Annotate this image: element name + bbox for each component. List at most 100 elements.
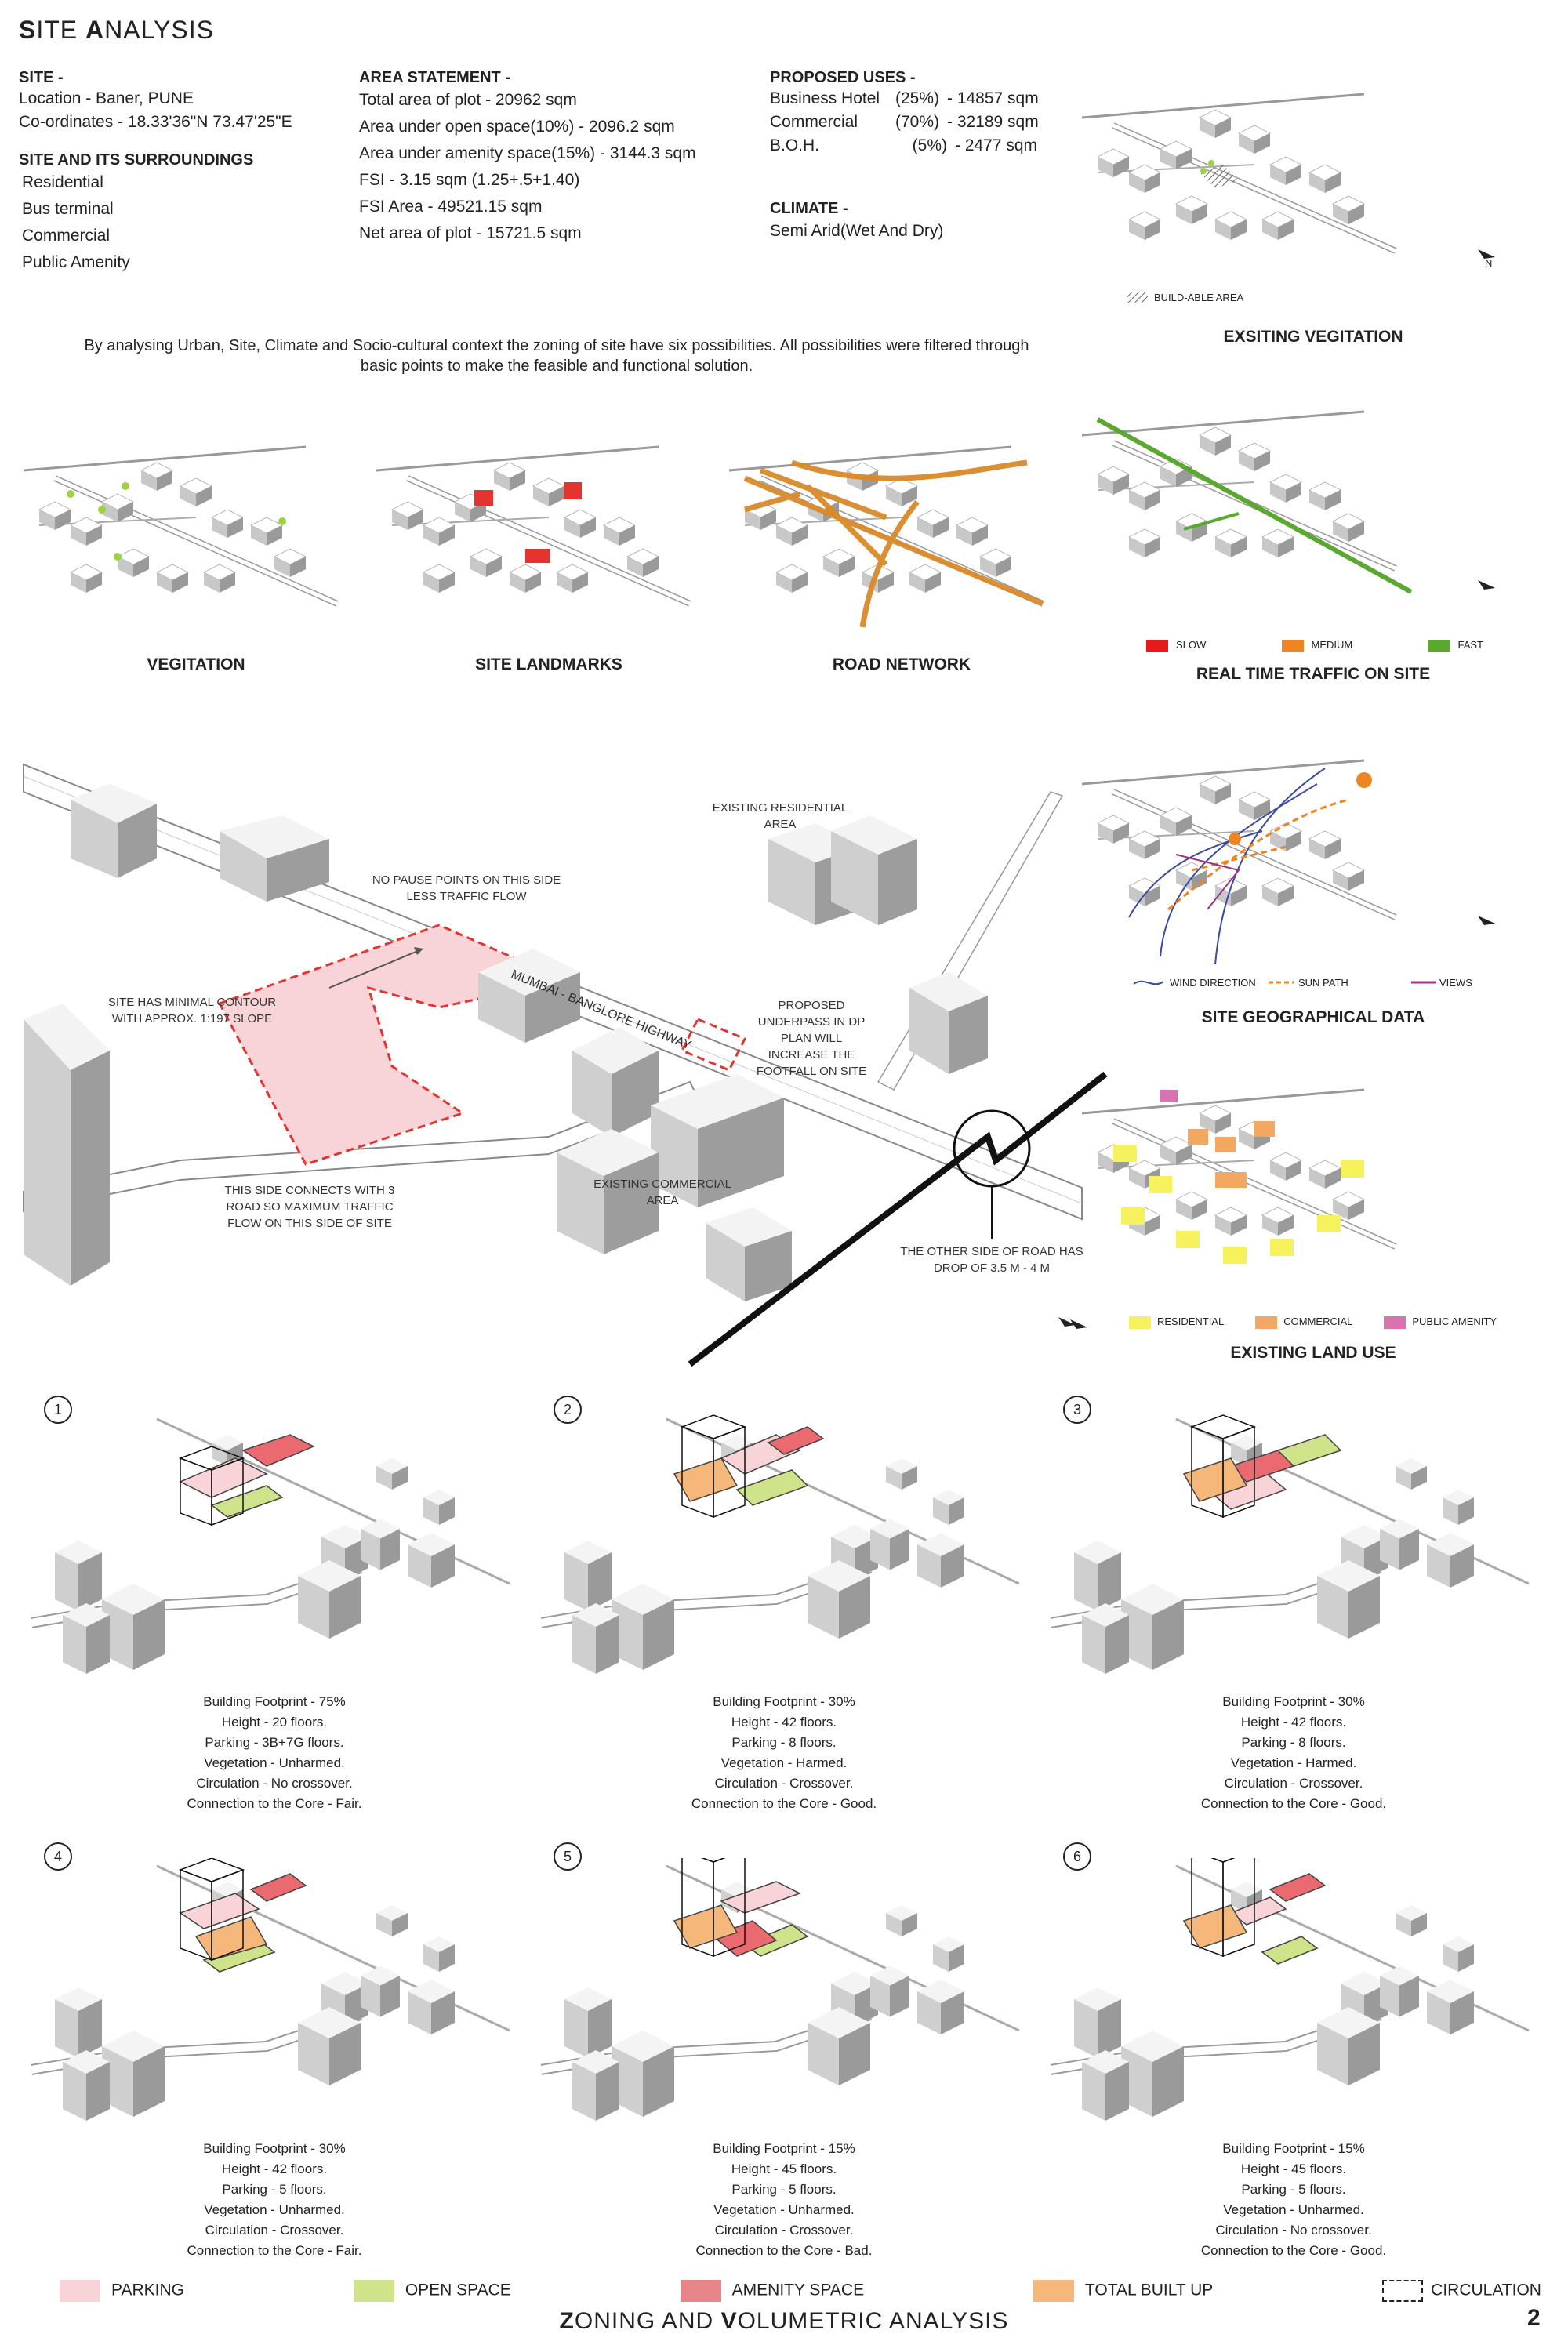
annotation-three-road: THIS SIDE CONNECTS WITH 3 ROAD SO MAXIMU… [224, 1184, 395, 1230]
option-number: 3 [1063, 1396, 1091, 1424]
area-item: FSI Area - 49521.15 sqm [359, 198, 543, 216]
option-metric-line: Circulation - Crossover. [1224, 1776, 1363, 1791]
area-statement: AREA STATEMENT - Total area of plot - 20… [359, 69, 751, 247]
sun-label: SUN PATH [1298, 977, 1348, 989]
north-arrow-icon [1058, 1317, 1076, 1327]
proposed-uses: PROPOSED USES - Business Hotel (25%) - 1… [770, 69, 1068, 245]
option-metric-line: Parking - 8 floors. [731, 1735, 837, 1750]
legend-parking: PARKING [60, 2280, 184, 2302]
existing-vegetation-map [1082, 94, 1396, 251]
surroundings-item: Public Amenity [22, 253, 130, 271]
option-metric-line: Vegetation - Unharmed. [204, 2202, 345, 2217]
option-metric-line: Parking - 8 floors. [1241, 1735, 1346, 1750]
surroundings-heading: SITE AND ITS SURROUNDINGS [19, 151, 254, 169]
landmarks-map [376, 447, 690, 604]
site-coordinates: Co-ordinates - 18.33'36"N 73.47'25"E [19, 113, 292, 131]
page-title: SITE ANALYSIS [19, 16, 214, 44]
option-diagram [1051, 1858, 1530, 2121]
views-label: VIEWS [1439, 977, 1472, 989]
option-metric-line: Vegetation - Unharmed. [1223, 2202, 1364, 2217]
fast-swatch [1428, 639, 1450, 652]
option-metric-line: Building Footprint - 30% [203, 2141, 346, 2156]
option-number: 1 [44, 1396, 72, 1424]
option-metric-line: Connection to the Core - Good. [1200, 2243, 1387, 2258]
option-metric-line: Circulation - Crossover. [714, 1776, 854, 1791]
area-item: Net area of plot - 15721.5 sqm [359, 224, 582, 242]
option-metric-line: Height - 42 floors. [221, 2161, 328, 2176]
option-metric-line: Height - 20 floors. [221, 1715, 328, 1730]
buildable-label: BUILD-ABLE AREA [1154, 292, 1244, 303]
option-metric-line: Vegetation - Harmed. [720, 1755, 848, 1770]
landuse-legend: RESIDENTIAL COMMERCIAL PUBLIC AMENITY [1129, 1316, 1521, 1329]
surroundings-item: Residential [22, 173, 103, 191]
climate-value: Semi Arid(Wet And Dry) [770, 222, 944, 240]
option-metrics: Building Footprint - 30% Height - 42 floo… [1129, 1692, 1458, 1814]
option-metric-line: Vegetation - Harmed. [1230, 1755, 1357, 1770]
option-metric-line: Circulation - No crossover. [1215, 2223, 1372, 2238]
area-item: FSI - 3.15 sqm (1.25+.5+1.40) [359, 171, 580, 189]
option-metrics: Building Footprint - 75%Height - 20 floo… [110, 1692, 439, 1814]
option-metric-line: Parking - 3B+7G floors. [205, 1735, 344, 1750]
traffic-map [1082, 412, 1413, 594]
option-metric-line: Connection to the Core - Bad. [695, 2243, 873, 2258]
legend-amenity: AMENITY SPACE [680, 2280, 864, 2302]
surroundings-item: Commercial [22, 227, 111, 245]
proposed-uses-heading: PROPOSED USES - [770, 69, 916, 86]
page-number: 2 [1527, 2305, 1541, 2331]
option-metric-line: Parking - 5 floors. [731, 2182, 837, 2197]
option-diagram [541, 1414, 1020, 1674]
annotation-contour: SITE HAS MINIMAL CONTOUR WITH APPROX. 1:… [107, 996, 277, 1025]
option-metric-line: Building Footprint - 15% [1222, 2141, 1365, 2156]
option-diagram [1051, 1414, 1530, 1674]
option-metrics: Building Footprint - 30% Height - 42 floo… [110, 2139, 439, 2261]
option-metric-line: Circulation - Crossover. [714, 2223, 854, 2238]
site-info: SITE - Location - Baner, PUNE Co-ordinat… [19, 69, 348, 276]
option-metric-line: Vegetation - Unharmed. [204, 1755, 345, 1770]
proposed-row: B.O.H. (5%) - 2477 sqm [770, 136, 1038, 154]
area-item: Area under amenity space(15%) - 3144.3 s… [359, 144, 696, 162]
option-metrics: Building Footprint - 15%Height - 45 floo… [619, 2139, 949, 2261]
site-context-diagram [23, 763, 1108, 1367]
option-metrics: Building Footprint - 15% Height - 45 floo… [1129, 2139, 1458, 2261]
traffic-legend: SLOW MEDIUM FAST [1146, 639, 1483, 652]
vegetation-map [24, 447, 337, 604]
option-diagram [541, 1858, 1020, 2121]
north-label: N [1485, 257, 1493, 269]
option-metric-line: Circulation - No crossover. [196, 1776, 353, 1791]
option-metric-line: Building Footprint - 15% [713, 2141, 855, 2156]
annotation-commercial: EXISTING COMMERCIAL AREA [593, 1178, 731, 1207]
proposed-row: Commercial (70%) - 32189 sqm [770, 113, 1039, 131]
residential-swatch [1129, 1316, 1151, 1329]
area-statement-heading: AREA STATEMENT - [359, 69, 510, 86]
area-item: Total area of plot - 20962 sqm [359, 91, 577, 109]
surroundings-list: Residential Bus terminal Commercial Publ… [19, 169, 348, 276]
wind-legend-swatch [1133, 980, 1164, 985]
slope-arrow [328, 948, 424, 989]
wind-label: WIND DIRECTION [1170, 977, 1256, 989]
option-metric-line: Parking - 5 floors. [222, 2182, 327, 2197]
medium-swatch [1281, 639, 1304, 652]
option-metric-line: Vegetation - Unharmed. [713, 2202, 855, 2217]
landuse-map [1082, 1090, 1396, 1264]
option-metric-line: Height - 42 floors. [1240, 1715, 1347, 1730]
annotation-underpass: PROPOSED UNDERPASS IN DP PLAN WILL INCRE… [756, 999, 867, 1078]
landuse-caption: EXISTING LAND USE [1230, 1344, 1396, 1362]
intro-text: By analysing Urban, Site, Climate and So… [84, 337, 1029, 375]
road-network-map [729, 447, 1043, 628]
climate-heading: CLIMATE - [770, 200, 848, 217]
option-metric-line: Parking - 5 floors. [1241, 2182, 1346, 2197]
option-metric-line: Connection to the Core - Fair. [187, 1796, 362, 1811]
buildable-area-swatch [1127, 292, 1148, 303]
annotation-residential: EXISTING RESIDENTIAL AREA [712, 801, 848, 831]
legend-open-space: OPEN SPACE [353, 2280, 511, 2302]
option-metric-line: Height - 45 floors. [1240, 2161, 1347, 2176]
option-number: 4 [44, 1842, 72, 1871]
legend-built-up: TOTAL BUILT UP [1033, 2280, 1213, 2302]
landmarks-caption: SITE LANDMARKS [475, 655, 622, 673]
option-metric-line: Building Footprint - 30% [1222, 1694, 1365, 1709]
